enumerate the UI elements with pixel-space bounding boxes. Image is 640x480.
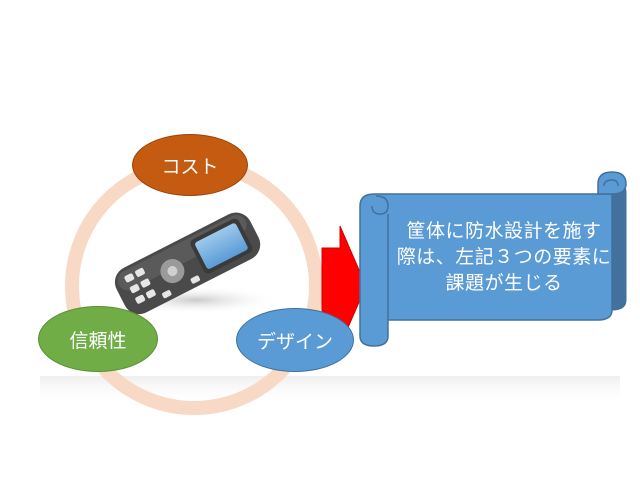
scroll-text-line: 課題が生じる xyxy=(445,272,563,294)
scroll-text: 筐体に防水設計を施す 際は、左記３つの要素に 課題が生じる xyxy=(392,218,616,296)
reliability-node: 信頼性 xyxy=(38,306,158,372)
design-label: デザイン xyxy=(256,330,333,353)
remote-control-icon xyxy=(112,212,280,315)
scroll-text-line: 際は、左記３つの要素に xyxy=(396,246,612,268)
scroll-banner xyxy=(359,171,627,347)
scroll-text-line: 筐体に防水設計を施す xyxy=(406,220,602,242)
cost-node: コスト xyxy=(132,134,248,196)
reliability-label: 信頼性 xyxy=(69,329,127,352)
cost-label: コスト xyxy=(161,155,219,178)
design-node: デザイン xyxy=(236,308,354,372)
